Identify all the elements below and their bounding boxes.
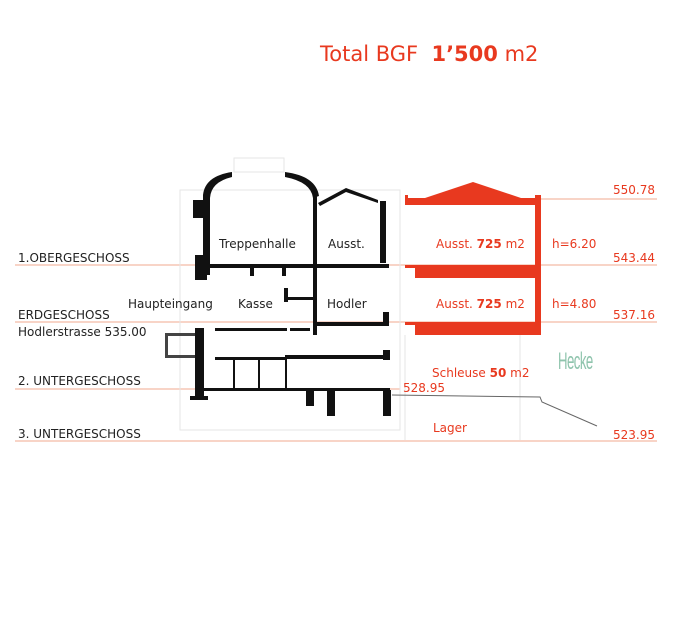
new-lower-area: Ausst. 725 m2	[436, 297, 525, 311]
room-haupteingang: Haupteingang	[128, 297, 213, 311]
level-label-ug3: 3. UNTERGESCHOSS	[18, 427, 141, 441]
new-upper-height: h=6.20	[552, 237, 597, 251]
title-prefix: Total BGF	[320, 42, 419, 66]
title-value: 1’500	[431, 42, 498, 66]
new-building	[405, 182, 541, 335]
elevation-roof: 550.78	[613, 183, 655, 197]
ghost-outline	[179, 157, 521, 440]
room-treppenhalle: Treppenhalle	[219, 237, 296, 251]
new-slab-og1	[405, 265, 541, 278]
hecke-label: Hecke	[558, 348, 593, 375]
terrain-line	[391, 394, 598, 427]
elevation-eg: 537.16	[613, 308, 655, 322]
elevation-ug2: 528.95	[403, 381, 445, 395]
room-kasse: Kasse	[238, 297, 273, 311]
schleuse-area: Schleuse 50 m2	[432, 366, 530, 380]
room-hodler: Hodler	[327, 297, 367, 311]
elevation-og1: 543.44	[613, 251, 655, 265]
new-slab-eg	[405, 322, 541, 335]
page-title: Total BGF 1’500 m2	[320, 42, 538, 66]
street-label: Hodlerstrasse 535.00	[18, 325, 147, 339]
title-unit: m2	[504, 42, 539, 66]
level-lines	[15, 198, 657, 442]
lager-label: Lager	[433, 421, 467, 435]
level-label-og1: 1.OBERGESCHOSS	[18, 251, 130, 265]
existing-building	[165, 172, 391, 416]
new-roof	[405, 182, 541, 205]
new-lower-height: h=4.80	[552, 297, 597, 311]
level-label-ug2: 2. UNTERGESCHOSS	[18, 374, 141, 388]
elevation-ug3: 523.95	[613, 428, 655, 442]
new-upper-area: Ausst. 725 m2	[436, 237, 525, 251]
room-ausst: Ausst.	[328, 237, 365, 251]
level-label-eg: ERDGESCHOSS	[18, 308, 110, 322]
